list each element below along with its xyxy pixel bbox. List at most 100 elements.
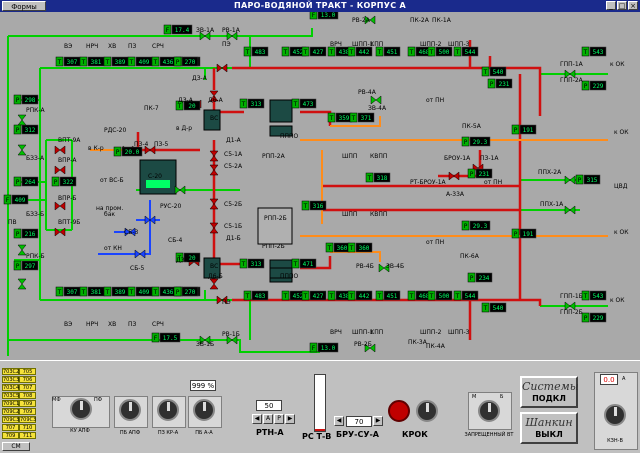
pb-apo-knob[interactable]	[119, 399, 141, 421]
alarm-cell[interactable]: 709	[2, 432, 19, 439]
valve-37[interactable]	[174, 185, 186, 195]
valve-13[interactable]	[216, 295, 228, 305]
valve-6[interactable]	[54, 201, 66, 211]
alarm-cell[interactable]: 703С5	[2, 392, 20, 399]
valve-26[interactable]	[448, 171, 460, 181]
alarm-cell[interactable]: 711	[19, 432, 36, 439]
readout-value-0: 307	[67, 59, 78, 66]
valve-36[interactable]	[134, 249, 146, 259]
readout-value-22: 452	[293, 293, 304, 300]
krok-knob[interactable]	[416, 400, 438, 422]
valve-8[interactable]	[199, 31, 211, 41]
valve-31[interactable]	[564, 205, 576, 215]
alarm-cell[interactable]: 703С3	[2, 376, 20, 383]
ku-apo-knob[interactable]	[70, 398, 92, 420]
pz-kr-knob[interactable]	[157, 399, 179, 421]
equipment-label-13: КПП	[370, 41, 383, 48]
valve-18[interactable]	[209, 222, 219, 234]
alarm-cell[interactable]: 703С2	[2, 368, 20, 375]
valve-0[interactable]	[17, 114, 27, 126]
mb-selector-knob[interactable]	[478, 400, 500, 422]
rtn-value-field[interactable]: 50	[256, 400, 282, 411]
valve-23[interactable]	[364, 343, 376, 353]
brou-left-button[interactable]: ◀	[334, 416, 344, 426]
valve-34[interactable]	[124, 227, 136, 237]
equipment-label-21: ШПП-3	[448, 329, 470, 336]
equipment-label-52: от КН	[104, 245, 122, 252]
kzn-value-field[interactable]: 0.0	[600, 374, 618, 385]
tab-forms[interactable]: Формы	[2, 1, 46, 11]
valve-7[interactable]	[54, 227, 66, 237]
equipment-label-39: РПК-Б	[26, 253, 45, 260]
alarm-cell[interactable]: 706	[19, 376, 36, 383]
systems-connect-button[interactable]: Системы ПОДКЛ	[520, 376, 579, 408]
equipment-label-99: ВС	[210, 115, 218, 122]
valve-17[interactable]	[209, 198, 219, 210]
valve-9[interactable]	[226, 31, 238, 41]
rtn-a-button[interactable]: А	[263, 414, 273, 424]
rtn-right-button[interactable]: ▶	[285, 414, 295, 424]
kzn-knob[interactable]	[604, 404, 626, 426]
valve-29[interactable]	[564, 301, 576, 311]
valve-15[interactable]	[209, 150, 219, 162]
equipment-label-91: к ОК	[610, 61, 625, 68]
alarm-cell[interactable]: 707	[2, 424, 19, 431]
valve-22[interactable]	[364, 15, 376, 25]
rtn-p-button[interactable]: Р	[274, 414, 284, 424]
valve-4[interactable]	[54, 145, 66, 155]
shankin-off-button[interactable]: Шанкин ВЫКЛ	[520, 412, 578, 444]
alarm-cell[interactable]: 707	[19, 384, 36, 391]
valve-14[interactable]	[209, 90, 219, 102]
cm-button[interactable]: СМ	[2, 442, 30, 451]
valve-2[interactable]	[17, 244, 27, 256]
valve-25[interactable]	[378, 263, 390, 273]
brou-right-button[interactable]: ▶	[373, 416, 383, 426]
readout-value-69: 270	[185, 59, 196, 66]
krok-button[interactable]	[388, 400, 410, 422]
valve-12[interactable]	[216, 63, 228, 73]
rtn-left-button[interactable]: ◀	[252, 414, 262, 424]
readout-type-67: T	[177, 103, 182, 110]
alarm-cell[interactable]: 709С1	[2, 400, 20, 407]
valve-19[interactable]	[209, 278, 219, 290]
pb-a-knob[interactable]	[193, 399, 215, 421]
valve-16[interactable]	[209, 164, 219, 176]
valve-35[interactable]	[144, 215, 156, 225]
alarm-cell[interactable]: 710	[19, 424, 36, 431]
pb-apo-label: ПБ АПФ	[119, 430, 141, 436]
alarm-cell[interactable]: 709С2	[2, 408, 20, 415]
percent-field[interactable]: 999 %	[190, 380, 216, 391]
rs-tv-gauge	[314, 374, 326, 432]
separator-c20[interactable]	[139, 159, 177, 195]
readout-type-62: P	[578, 177, 582, 184]
brou-value-field[interactable]: 70	[346, 416, 372, 427]
valve-30[interactable]	[564, 175, 576, 185]
heat-exchanger-a[interactable]	[269, 99, 293, 123]
valve-33[interactable]	[144, 145, 156, 155]
alarm-cell[interactable]: 709	[19, 408, 36, 415]
readout-value-63: 29.3	[473, 139, 488, 146]
valve-1[interactable]	[17, 144, 27, 156]
valve-10[interactable]	[199, 335, 211, 345]
close-button[interactable]: ×	[628, 1, 638, 10]
valve-28[interactable]	[564, 69, 576, 79]
alarm-cell[interactable]: 703С4	[2, 384, 20, 391]
equipment-label-49: бак	[104, 211, 115, 218]
alarm-cell[interactable]: 709	[19, 400, 36, 407]
valve-3[interactable]	[17, 278, 27, 290]
alarm-cell[interactable]: 705	[19, 368, 36, 375]
alarm-cell[interactable]: 708	[19, 392, 36, 399]
minimize-button[interactable]: _	[606, 1, 616, 10]
valve-11[interactable]	[226, 335, 238, 345]
alarm-cell[interactable]: 709С3	[19, 416, 37, 423]
valve-5[interactable]	[54, 165, 66, 175]
alarm-cell[interactable]: 709С3	[2, 416, 20, 423]
readout-value-32: 231	[499, 81, 510, 88]
maximize-button[interactable]: □	[617, 1, 627, 10]
equipment-label-81: РТ-БРОУ-1А	[410, 179, 447, 186]
valve-24[interactable]	[370, 95, 382, 105]
equipment-label-38: ВПТ-9Б	[58, 219, 80, 226]
